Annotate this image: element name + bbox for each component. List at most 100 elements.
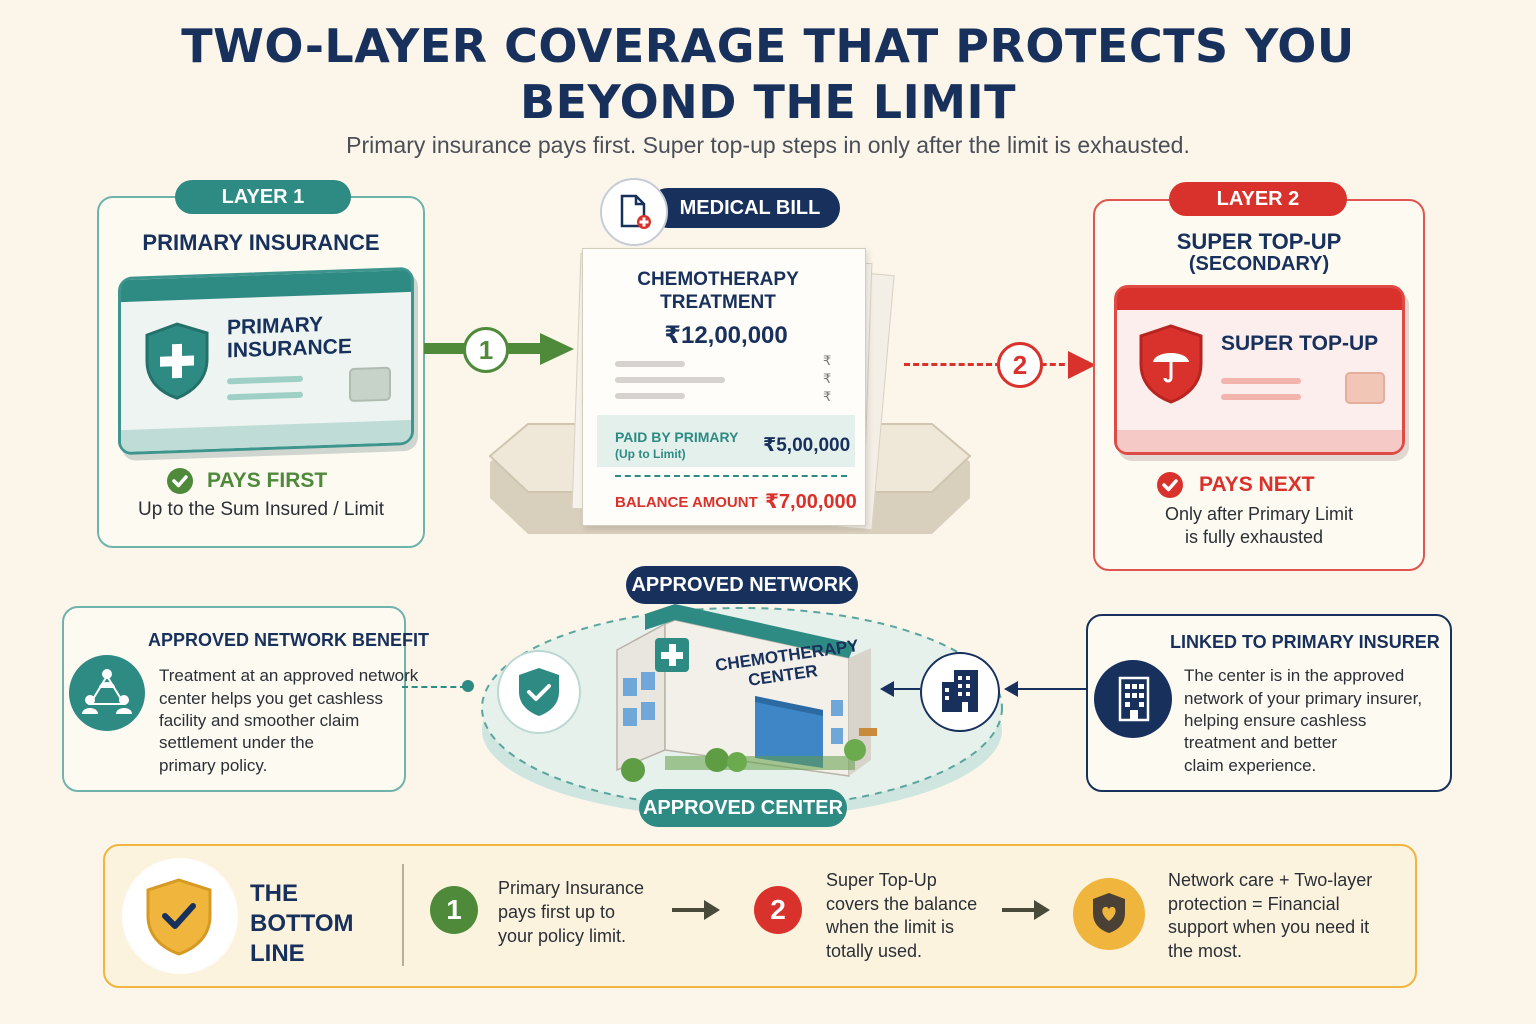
rupee-mark: ₹ — [823, 353, 832, 368]
network-benefit-line: settlement under the — [159, 733, 314, 752]
page-subtitle: Primary insurance pays first. Super top-… — [346, 132, 1190, 158]
layer2-note-1: Only after Primary Limit — [1164, 504, 1354, 524]
bill-icon — [620, 194, 651, 229]
gold-shield-check-icon — [146, 878, 212, 956]
bottom-line-heading-1: THE — [250, 880, 298, 907]
linked-insurer-line: network of your primary insurer, — [1184, 689, 1423, 708]
approved-network-badge: APPROVED NETWORK — [626, 566, 858, 604]
bill-total: ₹12,00,000 — [664, 322, 788, 349]
check-icon — [1157, 472, 1183, 498]
network-benefit-line: Treatment at an approved network — [159, 666, 419, 685]
layer2-badge: LAYER 2 — [1169, 182, 1347, 216]
paid-label: PAID BY PRIMARY — [615, 429, 739, 445]
card-line — [1221, 378, 1301, 384]
arrow-right-icon — [1068, 351, 1096, 379]
check-icon — [167, 468, 193, 494]
paid-row — [597, 415, 855, 467]
heart-shield-circle — [1073, 878, 1145, 950]
building-icon — [942, 670, 978, 712]
bottom-step1-line: your policy limit. — [498, 926, 627, 946]
layer1-note: Up to the Sum Insured / Limit — [137, 499, 385, 520]
building-icon-circle — [920, 652, 1000, 732]
layer1-heading: PRIMARY INSURANCE — [142, 230, 380, 255]
title-line-2: BEYOND THE LIMIT — [520, 75, 1016, 129]
umbrella-shield-icon — [1139, 324, 1203, 404]
bill-icon-circle — [600, 178, 668, 246]
heart-shield-icon — [1093, 893, 1125, 933]
shield-check-icon — [519, 668, 559, 716]
bottom-divider — [402, 864, 404, 966]
bill-line — [615, 377, 725, 383]
arrow-right-icon — [1002, 900, 1050, 920]
balance-label: BALANCE AMOUNT — [615, 494, 758, 511]
card-line — [227, 375, 303, 385]
medical-bill-sheet: CHEMOTHERAPY TREATMENT ₹12,00,000 ₹ ₹ ₹ … — [582, 248, 866, 526]
step2-marker: 2 — [997, 342, 1043, 388]
bottom-step1-line: Primary Insurance — [498, 878, 645, 898]
card-line — [227, 391, 303, 401]
bottom-step1-line: pays first up to — [498, 902, 616, 922]
network-benefit-heading: APPROVED NETWORK BENEFIT — [148, 630, 430, 650]
shield-plus-icon — [145, 322, 209, 400]
linked-insurer-line: claim experience. — [1184, 756, 1317, 775]
bottom-step3-line: support when you need it — [1168, 917, 1370, 937]
bottom-step2-line: totally used. — [826, 941, 923, 961]
step2-arrow-line — [904, 363, 1074, 366]
shield-check-circle — [497, 650, 581, 734]
bill-item-line-2: TREATMENT — [660, 292, 776, 313]
linked-insurer-heading: LINKED TO PRIMARY INSURER — [1170, 632, 1440, 652]
arrow-left-icon — [880, 681, 894, 697]
network-arrow-line — [888, 688, 920, 690]
bill-divider — [615, 475, 847, 477]
bottom-line-heading-3: LINE — [250, 940, 305, 967]
layer2-heading-2: (SECONDARY) — [1188, 253, 1330, 275]
super-topup-card: SUPER TOP-UP — [1114, 285, 1405, 455]
linked-insurer-line: The center is in the approved — [1184, 666, 1405, 685]
chip-icon — [1345, 372, 1385, 404]
rupee-mark: ₹ — [823, 389, 832, 404]
linked-building-circle — [1094, 660, 1172, 738]
connector-dot — [462, 680, 474, 692]
building-shape — [616, 604, 877, 782]
arrow-right-icon — [540, 333, 574, 365]
step1-marker: 1 — [463, 327, 509, 373]
bill-item-line-1: CHEMOTHERAPY — [637, 269, 799, 290]
layer2-note-2: is fully exhausted — [1184, 527, 1324, 547]
network-people-icon — [69, 655, 145, 731]
gold-shield-circle — [122, 858, 238, 974]
arrow-right-icon — [672, 900, 720, 920]
building-icon — [1118, 676, 1150, 722]
building-cross-icon — [655, 638, 689, 672]
bill-line — [615, 361, 685, 367]
paid-sublabel: (Up to Limit) — [615, 447, 686, 461]
linked-insurer-line: helping ensure cashless — [1184, 711, 1367, 730]
bottom-step2-line: covers the balance — [826, 894, 978, 914]
bottom-step3-line: Network care + Two-layer — [1168, 870, 1373, 890]
page-title: TWO-LAYER COVERAGE THAT PROTECTS YOU BEY… — [0, 18, 1536, 130]
bottom-line-heading-2: BOTTOM — [250, 910, 354, 937]
bottom-step1-marker: 1 — [430, 886, 478, 934]
linked-arrow-line — [1012, 688, 1086, 690]
chemotherapy-center-building: CHEMOTHERAPY CENTER — [605, 600, 885, 790]
bottom-step2-marker: 2 — [754, 886, 802, 934]
benefit-connector — [402, 686, 466, 688]
layer2-heading-1: SUPER TOP-UP — [1176, 229, 1342, 254]
layer1-badge: LAYER 1 — [175, 180, 351, 214]
bottom-step2-line: Super Top-Up — [826, 870, 937, 890]
network-benefit-line: center helps you get cashless — [159, 689, 383, 708]
title-line-1: TWO-LAYER COVERAGE THAT PROTECTS YOU — [181, 19, 1355, 73]
network-benefit-line: facility and smoother claim — [159, 711, 360, 730]
bottom-step3-line: the most. — [1168, 941, 1243, 961]
layer2-status: PAYS NEXT — [1199, 473, 1315, 496]
card-line — [1221, 394, 1301, 400]
card-label-insurance: INSURANCE — [227, 335, 352, 363]
paid-amount: ₹5,00,000 — [763, 435, 851, 456]
balance-amount: ₹7,00,000 — [765, 491, 857, 513]
card-label-super-topup: SUPER TOP-UP — [1221, 332, 1379, 355]
bottom-step3-line: protection = Financial — [1168, 894, 1340, 914]
chip-icon — [349, 366, 391, 403]
bottom-step2-line: when the limit is — [826, 917, 955, 937]
primary-insurance-card: PRIMARY INSURANCE — [118, 266, 414, 456]
approved-center-badge: APPROVED CENTER — [639, 789, 847, 827]
layer1-status: PAYS FIRST — [207, 469, 328, 492]
